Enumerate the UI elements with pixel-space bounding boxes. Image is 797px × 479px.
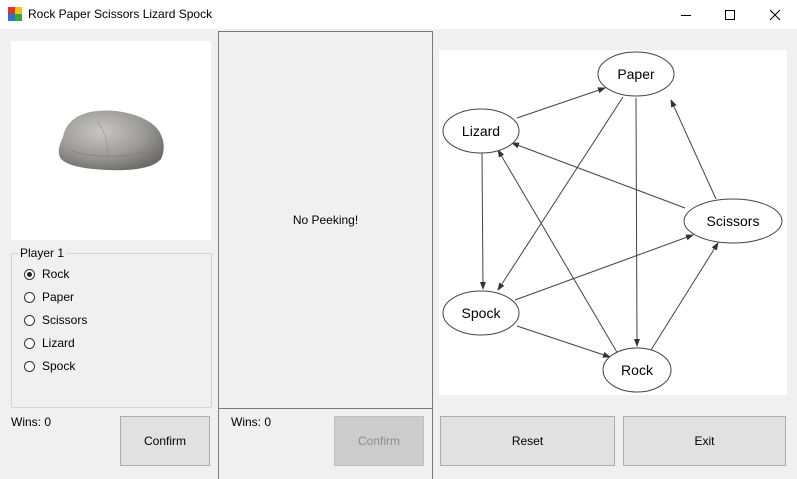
- close-button[interactable]: [752, 0, 797, 29]
- window-title: Rock Paper Scissors Lizard Spock: [28, 7, 213, 21]
- node-scissors: Scissors: [683, 198, 783, 244]
- reset-button[interactable]: Reset: [440, 416, 615, 466]
- option-label: Scissors: [42, 313, 88, 327]
- player1-choice-group: [11, 253, 212, 408]
- diagram-edges: [479, 87, 719, 358]
- option-spock[interactable]: Spock: [24, 357, 204, 375]
- radio-icon[interactable]: [24, 337, 35, 349]
- node-spock: Spock: [442, 290, 520, 336]
- node-label: Rock: [621, 362, 654, 378]
- rules-diagram: Paper Lizard Scissors Spock Rock: [439, 50, 787, 395]
- node-rock: Rock: [602, 347, 672, 393]
- radio-icon[interactable]: [24, 291, 35, 303]
- edge-lizard-spock: [479, 152, 486, 290]
- option-label: Paper: [42, 290, 75, 304]
- close-icon: [769, 9, 781, 20]
- player1-wins: Wins: 0: [11, 415, 52, 429]
- maximize-button[interactable]: [707, 0, 753, 29]
- option-label: Spock: [42, 359, 76, 373]
- player1-confirm-button[interactable]: Confirm: [120, 416, 210, 466]
- edge-spock-scissors: [514, 234, 694, 301]
- edge-lizard-paper: [516, 87, 606, 119]
- node-label: Lizard: [462, 123, 500, 139]
- minimize-icon: [681, 14, 691, 16]
- player1-choice-image: [11, 41, 211, 240]
- edge-spock-rock: [516, 325, 611, 358]
- player2-hidden-panel: No Peeking!: [218, 31, 433, 409]
- option-lizard[interactable]: Lizard: [24, 334, 204, 352]
- exit-button[interactable]: Exit: [623, 416, 786, 466]
- player2-confirm-button[interactable]: Confirm: [334, 416, 424, 466]
- edge-paper-rock: [633, 97, 640, 347]
- node-label: Paper: [617, 66, 655, 82]
- edge-scissors-lizard: [511, 142, 686, 209]
- option-label: Rock: [42, 267, 70, 281]
- edge-rock-scissors: [650, 242, 719, 351]
- title-bar: Rock Paper Scissors Lizard Spock: [0, 0, 797, 29]
- rock-image: [58, 110, 164, 171]
- option-label: Lizard: [42, 336, 75, 350]
- node-label: Spock: [462, 305, 502, 321]
- option-scissors[interactable]: Scissors: [24, 311, 204, 329]
- player2-divider-right: [432, 408, 433, 479]
- player2-wins: Wins: 0: [231, 415, 272, 429]
- edge-paper-spock: [497, 96, 624, 291]
- player1-group-label: Player 1: [18, 246, 67, 260]
- maximize-icon: [725, 9, 735, 20]
- rules-diagram-graph: Paper Lizard Scissors Spock Rock: [442, 51, 783, 393]
- player1-options: Rock Paper Scissors Lizard Spock: [24, 265, 204, 375]
- minimize-button[interactable]: [663, 0, 709, 29]
- edge-rock-lizard: [497, 149, 619, 355]
- edge-scissors-paper: [670, 99, 717, 200]
- node-lizard: Lizard: [442, 108, 520, 154]
- player2-divider-left: [218, 408, 219, 479]
- no-peeking-text: No Peeking!: [292, 213, 359, 227]
- radio-icon[interactable]: [24, 360, 35, 372]
- option-paper[interactable]: Paper: [24, 288, 204, 306]
- node-label: Scissors: [707, 213, 760, 229]
- app-icon: [8, 7, 22, 21]
- radio-icon[interactable]: [24, 314, 35, 326]
- radio-icon[interactable]: [24, 268, 35, 280]
- option-rock[interactable]: Rock: [24, 265, 204, 283]
- node-paper: Paper: [597, 51, 675, 97]
